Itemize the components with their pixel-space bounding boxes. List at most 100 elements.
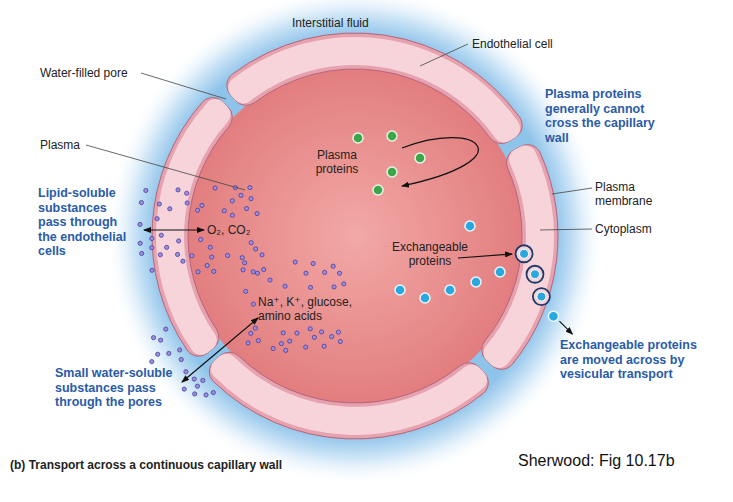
leader-line (540, 229, 592, 230)
solute-molecule (195, 384, 199, 388)
vesicle-protein (537, 292, 546, 301)
solute-molecule (144, 188, 148, 192)
solute-molecule (268, 278, 272, 282)
solute-molecule (253, 326, 257, 330)
solute-molecule (222, 209, 226, 213)
solute-molecule (168, 207, 172, 211)
solute-molecule (200, 203, 204, 207)
leader-line (141, 73, 226, 99)
solute-molecule (304, 271, 308, 275)
solute-molecule (279, 341, 283, 345)
solute-molecule (255, 211, 259, 215)
solute-molecule (184, 370, 188, 374)
solute-molecule (230, 213, 234, 217)
part-label: Plasma membrane (595, 180, 665, 208)
leader-line (420, 44, 468, 66)
solute-molecule (244, 289, 248, 293)
cytoplasm (211, 354, 487, 435)
solute-molecule (225, 253, 229, 257)
solute-molecule (156, 352, 160, 356)
leader-line (86, 145, 245, 190)
bounce-arrow (402, 138, 478, 186)
solute-molecule (159, 338, 163, 342)
vesicle-arrow (458, 254, 512, 258)
source-note: Sherwood: Fig 10.17b (518, 452, 675, 470)
exchangeable-protein (495, 267, 505, 277)
solute-molecule (255, 271, 259, 275)
solute-molecule (323, 270, 327, 274)
solute-molecule (293, 260, 297, 264)
solute-molecule (159, 233, 163, 237)
solute-molecule (260, 253, 264, 257)
solute-molecule (204, 393, 208, 397)
cytoplasm (484, 145, 554, 368)
solute-molecule (185, 191, 189, 195)
solute-molecule (165, 245, 169, 249)
exchangeable-protein (465, 221, 475, 231)
note: Exchangeable proteins are moved across b… (560, 338, 710, 382)
plasma-membrane (482, 145, 558, 370)
vesicle-protein (530, 270, 539, 279)
solute-molecule (308, 285, 312, 289)
plasma-protein (415, 153, 425, 163)
solute-molecule (201, 378, 205, 382)
solute-molecule (164, 327, 168, 331)
region-label: Interstitial fluid (292, 16, 369, 30)
plasma-proteins (353, 131, 425, 195)
solute-molecule (155, 217, 159, 221)
solute-molecule (150, 236, 154, 240)
solute-molecule (151, 336, 155, 340)
solute-molecule (251, 302, 255, 306)
region-label: Plasma (40, 138, 80, 152)
solute-molecule (322, 344, 326, 348)
vesicle (526, 266, 543, 283)
molecule-label: O₂, CO₂ (207, 223, 250, 237)
solute-molecules (138, 186, 346, 398)
released-protein (548, 311, 558, 321)
solute-molecule (199, 237, 203, 241)
solute-molecule (271, 346, 275, 350)
molecule-label: Exchangeable proteins (390, 240, 470, 268)
solute-molecule (176, 188, 180, 192)
solute-molecule (295, 331, 299, 335)
solute-molecule (213, 186, 217, 190)
solute-molecule (249, 331, 253, 335)
solute-molecule (190, 254, 194, 258)
solute-molecule (332, 285, 336, 289)
solute-molecule (251, 270, 255, 274)
solute-molecule (311, 261, 315, 265)
plasma-protein (387, 131, 397, 141)
molecule-label: Na⁺, K⁺, glucose, amino acids (258, 295, 383, 323)
solute-molecule (256, 338, 260, 342)
solute-molecule (248, 186, 252, 190)
solute-molecule (178, 348, 182, 352)
solute-molecule (205, 263, 209, 267)
solute-molecule (193, 392, 197, 396)
solute-molecule (331, 264, 335, 268)
solute-molecule (138, 241, 142, 245)
part-label: Endothelial cell (472, 37, 553, 51)
solute-molecule (336, 330, 340, 334)
molecule-label: Plasma proteins (306, 148, 368, 176)
solute-molecule (196, 270, 200, 274)
solute-molecule (284, 348, 288, 352)
plasma-protein (353, 133, 363, 143)
solute-molecule (246, 341, 250, 345)
leader-line (552, 188, 592, 194)
note: Plasma proteins generally cannot cross t… (545, 87, 675, 145)
solute-molecule (243, 261, 247, 265)
exchangeable-protein (395, 285, 405, 295)
solute-molecule (167, 351, 171, 355)
solute-molecule (140, 251, 144, 255)
solute-molecule (158, 253, 162, 257)
solute-molecule (240, 256, 244, 260)
solute-molecule (283, 284, 287, 288)
solute-molecule (281, 331, 285, 335)
part-label: Cytoplasm (595, 222, 652, 236)
solute-molecule (338, 339, 342, 343)
solute-molecule (211, 390, 215, 394)
solute-molecule (212, 269, 216, 273)
exchangeable-protein (445, 285, 455, 295)
solute-molecule (192, 377, 196, 381)
